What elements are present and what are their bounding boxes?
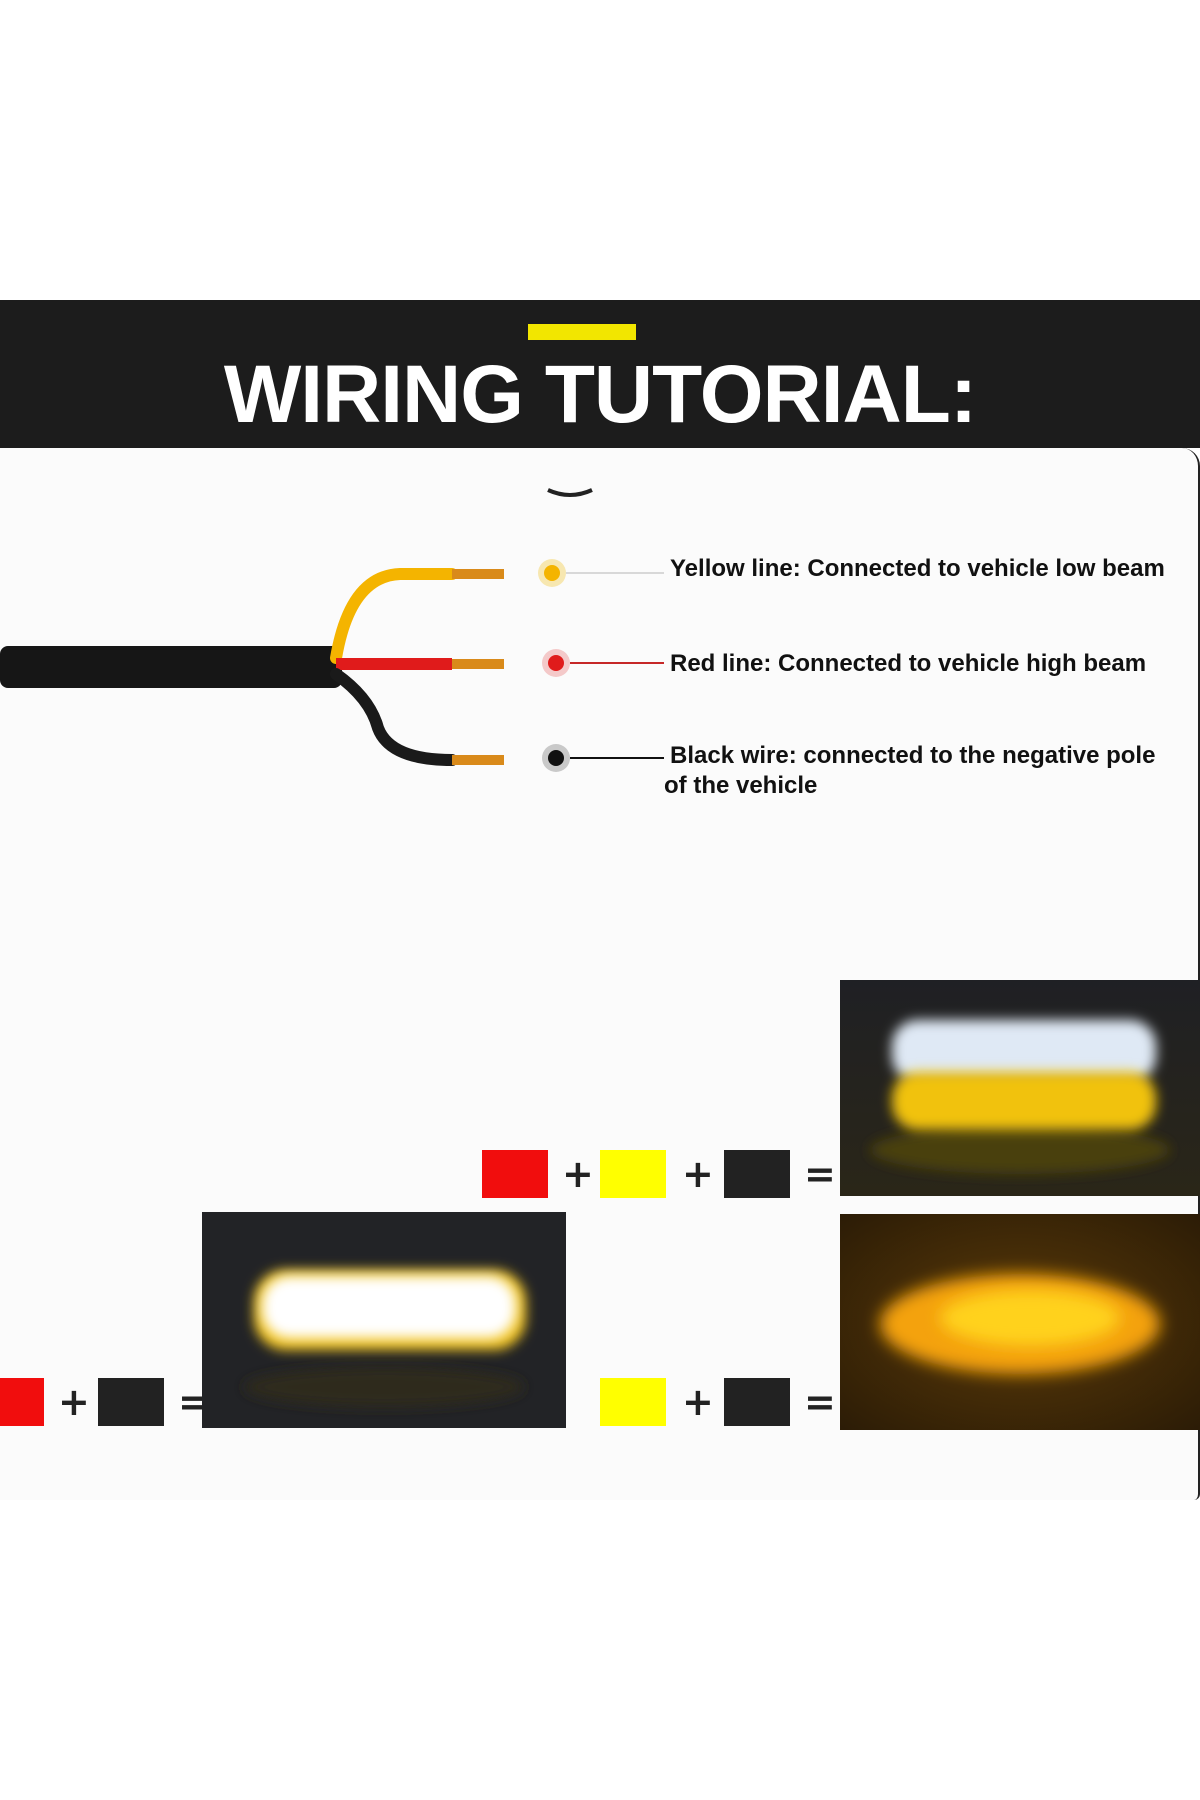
- yellow-wire: [330, 568, 458, 664]
- amber-light-image: [840, 1214, 1200, 1430]
- black-swatch: [98, 1378, 164, 1426]
- title-banner: WIRING TUTORIAL:: [0, 300, 1200, 448]
- accent-bar: [528, 324, 636, 340]
- black-swatch: [724, 1150, 790, 1198]
- black-wire-label-line1: Black wire: connected to the negative po…: [670, 742, 1156, 769]
- wire-diagram: [0, 488, 664, 772]
- red-wire-label: Red line: Connected to vehicle high beam: [670, 650, 1147, 677]
- yellow-swatch: [600, 1150, 666, 1198]
- page-title: WIRING TUTORIAL:: [223, 349, 977, 440]
- white-over-yellow-light-image: [840, 980, 1200, 1196]
- cable-clip-arc: [547, 488, 593, 497]
- plus-sign: +: [58, 1380, 90, 1424]
- black-wire-label-line2: of the vehicle: [664, 772, 818, 799]
- yellow-indicator-dot: [544, 565, 560, 581]
- white-light-image: [202, 1212, 566, 1428]
- red-indicator-dot: [548, 655, 564, 671]
- plus-sign: +: [682, 1152, 714, 1196]
- red-wire-tip: [452, 659, 504, 669]
- red-swatch: [482, 1150, 548, 1198]
- yellow-wire-tip: [452, 569, 504, 579]
- black-swatch: [724, 1378, 790, 1426]
- main-cable: [0, 646, 342, 688]
- red-swatch: [0, 1378, 44, 1426]
- black-wire: [330, 668, 458, 766]
- equals-sign: =: [804, 1152, 836, 1196]
- equals-sign: =: [804, 1380, 836, 1424]
- plus-sign: +: [562, 1152, 594, 1196]
- black-indicator-dot: [548, 750, 564, 766]
- plus-sign: +: [682, 1380, 714, 1424]
- black-wire-tip: [452, 755, 504, 765]
- yellow-wire-label: Yellow line: Connected to vehicle low be…: [670, 555, 1165, 582]
- yellow-swatch: [600, 1378, 666, 1426]
